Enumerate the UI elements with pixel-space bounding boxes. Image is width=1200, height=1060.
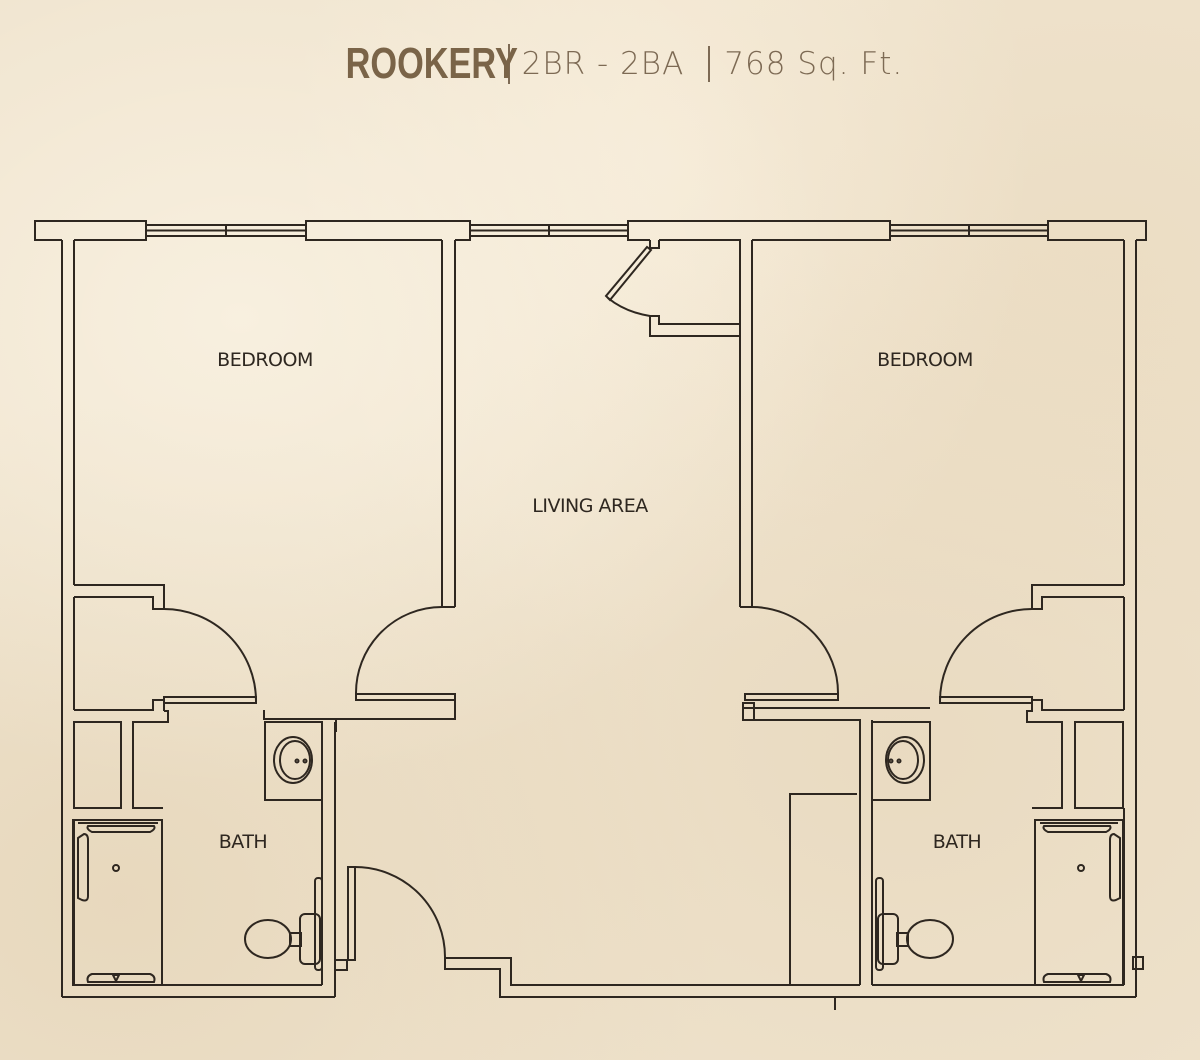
square-footage: 768 Sq. Ft. bbox=[724, 46, 904, 82]
right-sink bbox=[885, 736, 925, 784]
right-bath-walls bbox=[871, 720, 1144, 998]
room-label-right-bedroom: BEDROOM bbox=[877, 349, 973, 371]
right-bedroom-walls bbox=[742, 240, 1137, 997]
left-shower bbox=[72, 819, 163, 986]
left-toilet bbox=[244, 877, 323, 971]
left-bath-walls bbox=[62, 721, 336, 998]
unit-name: ROOKERY bbox=[345, 39, 518, 88]
room-label-left-bath: BATH bbox=[219, 831, 267, 853]
room-label-right-bath: BATH bbox=[933, 831, 981, 853]
bed-bath-count: 2BR - 2BA bbox=[521, 46, 685, 82]
room-label-left-bedroom: BEDROOM bbox=[217, 349, 313, 371]
right-toilet bbox=[875, 877, 954, 971]
counter bbox=[789, 793, 857, 985]
coat-closet bbox=[604, 239, 753, 608]
right-shower bbox=[1034, 819, 1124, 986]
entry-walls bbox=[335, 866, 872, 1010]
left-sink bbox=[273, 736, 313, 784]
floorplan-header: ROOKERY 2BR - 2BA 768 Sq. Ft. bbox=[0, 34, 1200, 94]
left-bedroom-walls bbox=[73, 240, 456, 809]
header-divider bbox=[708, 46, 711, 82]
left-exterior-wall bbox=[61, 240, 75, 997]
top-wall bbox=[34, 220, 1147, 241]
room-label-living-area: LIVING AREA bbox=[532, 495, 648, 517]
header-divider bbox=[507, 44, 510, 84]
